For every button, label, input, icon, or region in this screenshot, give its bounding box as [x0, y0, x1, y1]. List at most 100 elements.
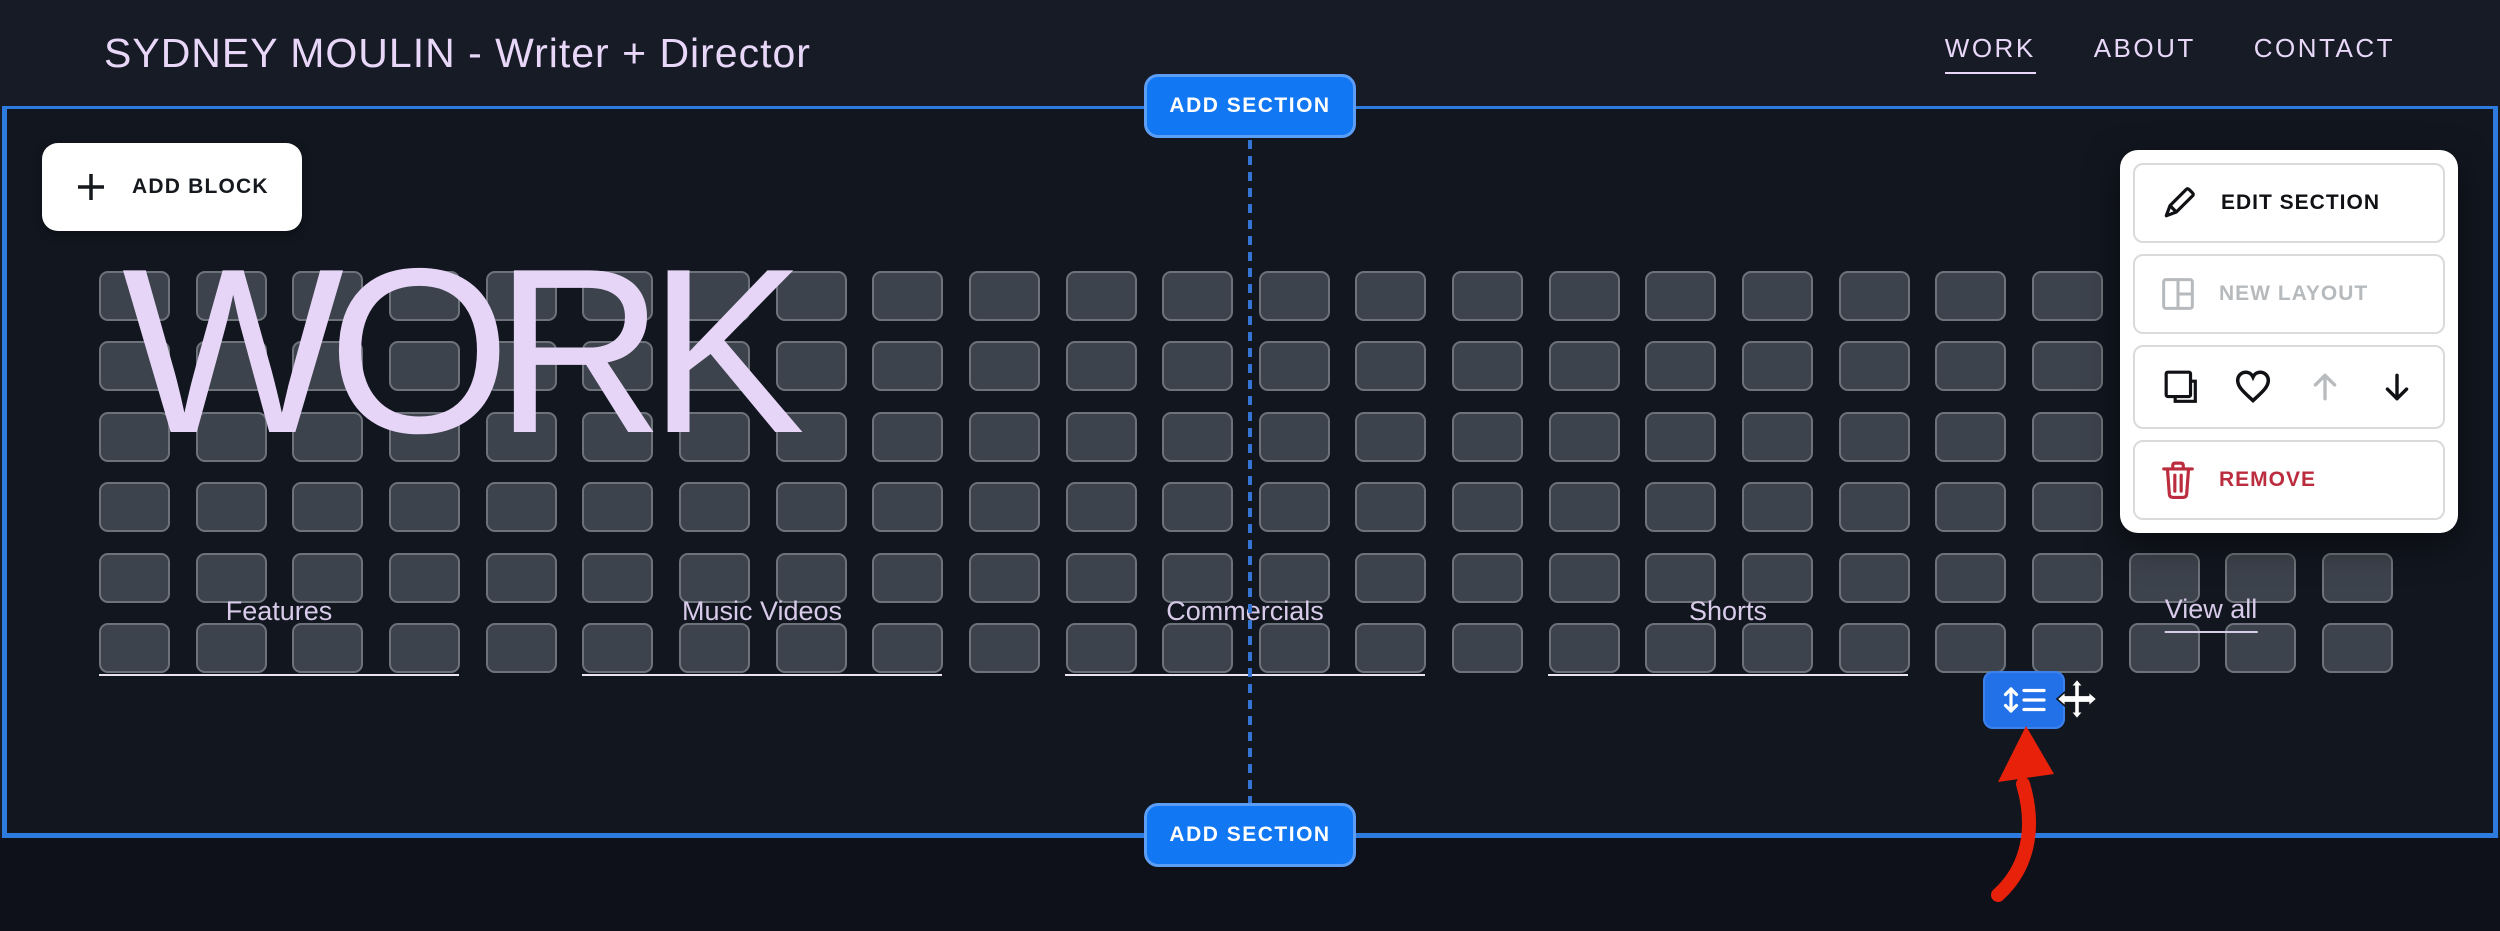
grid-cell	[195, 482, 267, 533]
new-layout-button[interactable]: NEW LAYOUT	[2133, 254, 2445, 334]
grid-cell	[195, 271, 267, 321]
grid-cell	[1548, 482, 1620, 533]
grid-cell	[1162, 482, 1234, 533]
move-cursor-icon	[2056, 678, 2098, 720]
grid-cell	[388, 271, 460, 321]
grid-cell	[1838, 552, 1910, 603]
grid-cell	[968, 411, 1040, 462]
nav-link-about[interactable]: ABOUT	[2093, 32, 2196, 63]
grid-cell	[968, 271, 1040, 321]
grid-cell	[1548, 552, 1620, 603]
grid-cell	[1258, 271, 1330, 321]
move-section-up-button[interactable]	[2295, 357, 2355, 417]
grid-cell	[678, 482, 750, 533]
move-up-icon	[2313, 373, 2337, 401]
favorite-section-button[interactable]	[2223, 357, 2283, 417]
grid-cell	[1452, 482, 1524, 533]
grid-cell	[2225, 552, 2297, 603]
grid-cell	[678, 341, 750, 392]
view-all-link[interactable]: View all	[2164, 594, 2258, 633]
add-block-button[interactable]: ADD BLOCK	[42, 143, 302, 231]
grid-cell	[1838, 271, 1910, 321]
grid-cell	[1645, 271, 1717, 321]
grid-cell	[292, 482, 364, 533]
edit-section-button[interactable]: EDIT SECTION	[2133, 163, 2445, 243]
category-link-shorts[interactable]: Shorts	[1688, 596, 1768, 626]
plus-icon	[78, 174, 104, 200]
grid-cell	[1258, 482, 1330, 533]
remove-section-button[interactable]: REMOVE	[2133, 440, 2445, 520]
grid-cell	[1838, 341, 1910, 392]
line-spacing-icon	[2003, 687, 2046, 713]
add-block-label: ADD BLOCK	[132, 175, 269, 198]
grid-cell	[1838, 482, 1910, 533]
add-section-button-bottom[interactable]: ADD SECTION	[1144, 803, 1356, 867]
grid-cell	[872, 482, 944, 533]
grid-cell	[1548, 271, 1620, 321]
grid-cell	[388, 341, 460, 392]
grid-cell	[1645, 482, 1717, 533]
grid-cell	[678, 623, 750, 673]
nav-link-work[interactable]: WORK	[1944, 33, 2036, 74]
section-actions-row	[2133, 345, 2445, 429]
grid-cell	[1935, 623, 2007, 673]
grid-cell	[99, 623, 170, 673]
grid-cell	[2032, 623, 2103, 673]
grid-cell	[1742, 341, 1814, 392]
grid-cell	[1645, 411, 1717, 462]
site-title[interactable]: SYDNEY MOULIN - Writer + Director	[104, 29, 811, 76]
grid-cell	[292, 552, 364, 603]
nav-link-contact[interactable]: CONTACT	[2253, 32, 2395, 63]
grid-cell	[1065, 411, 1137, 462]
grid-cell	[1548, 623, 1620, 673]
category-link-music-videos[interactable]: Music Videos	[681, 596, 843, 626]
move-down-icon	[2385, 373, 2409, 401]
grid-cell	[582, 341, 654, 392]
grid-cell	[1838, 411, 1910, 462]
grid-cell	[678, 271, 750, 321]
grid-cell	[678, 552, 750, 603]
grid-cell	[195, 623, 267, 673]
category-link-commercials[interactable]: Commercials	[1166, 596, 1324, 626]
grid-cell	[2032, 411, 2103, 462]
grid-cell	[1645, 552, 1717, 603]
grid-cell	[1548, 411, 1620, 462]
grid-cell	[1742, 482, 1814, 533]
grid-cell	[1742, 271, 1814, 321]
grid-cell	[1258, 552, 1330, 603]
grid-cell	[388, 411, 460, 462]
grid-cell	[775, 623, 847, 673]
grid-cell	[1452, 341, 1524, 392]
site-nav: WORK ABOUT CONTACT	[1944, 32, 2395, 74]
annotation-arrow	[1991, 726, 2054, 902]
add-section-label: ADD SECTION	[1169, 823, 1331, 846]
move-section-down-button[interactable]	[2367, 357, 2427, 417]
category-link-features[interactable]: Features	[225, 596, 333, 626]
grid-cell	[1258, 411, 1330, 462]
grid-cell	[1742, 552, 1814, 603]
duplicate-section-button[interactable]	[2151, 357, 2211, 417]
grid-cell	[582, 623, 654, 673]
grid-cell	[1162, 341, 1234, 392]
add-section-button-top[interactable]: ADD SECTION	[1144, 74, 1356, 138]
grid-cell	[1838, 623, 1910, 673]
grid-cell	[99, 552, 170, 603]
grid-cell	[1355, 341, 1427, 392]
grid-cell	[1935, 482, 2007, 533]
grid-cell	[1935, 341, 2007, 392]
grid-cell	[1258, 341, 1330, 392]
grid-cell	[195, 341, 267, 392]
grid-cell	[2032, 271, 2103, 321]
grid-cell	[775, 341, 847, 392]
grid-cell	[1162, 623, 1234, 673]
category-underline	[99, 674, 459, 676]
grid-cell	[1935, 411, 2007, 462]
grid-cell	[872, 341, 944, 392]
grid-cell	[292, 411, 364, 462]
grid-cell	[99, 271, 170, 321]
duplicate-icon	[2164, 370, 2197, 403]
grid-cell	[99, 341, 170, 392]
grid-cell	[678, 411, 750, 462]
grid-cell	[1355, 482, 1427, 533]
grid-cell	[1645, 623, 1717, 673]
